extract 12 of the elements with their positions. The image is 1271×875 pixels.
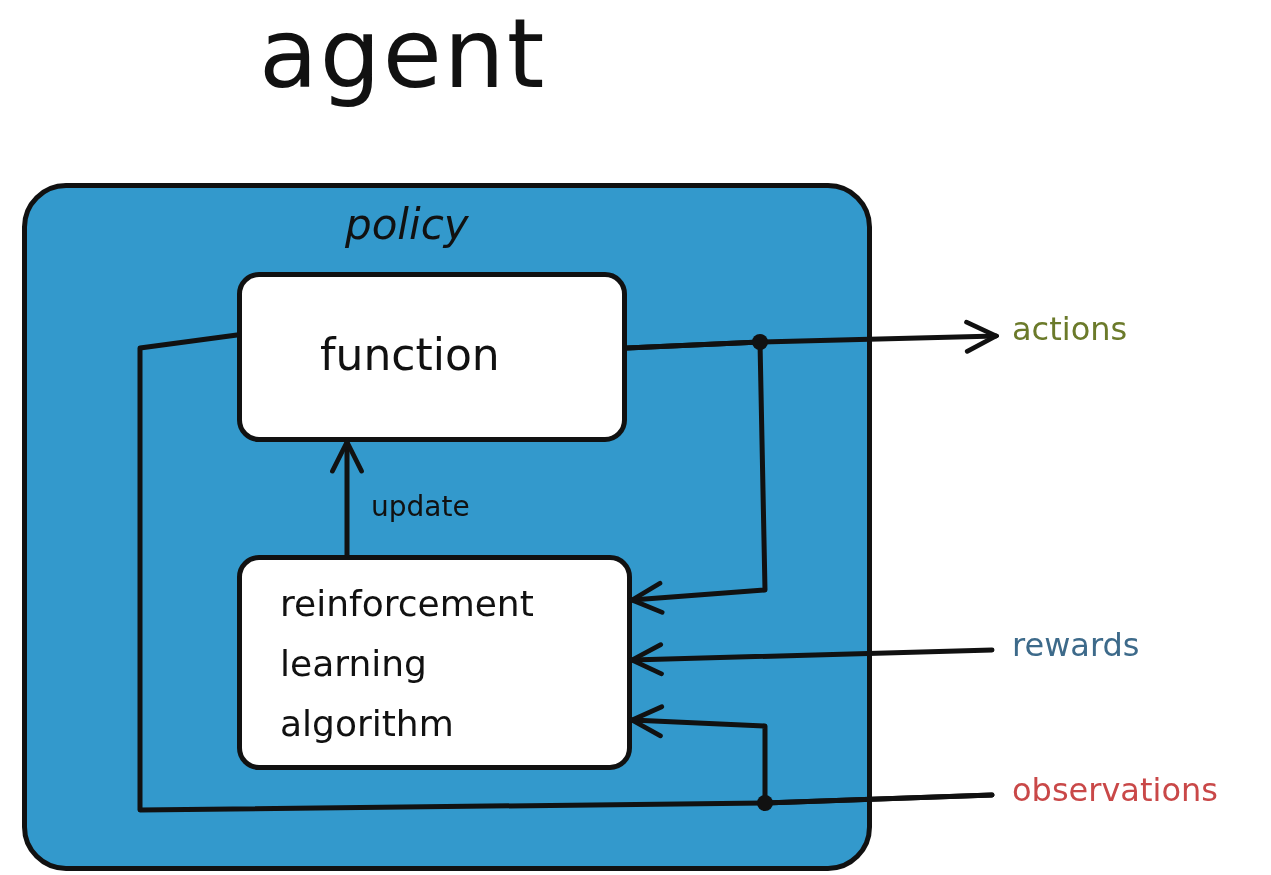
title-heading: agent	[259, 0, 547, 110]
connector-arrow	[624, 339, 768, 615]
process-box	[237, 555, 632, 770]
node-label: reinforcement learning algorithm	[280, 582, 535, 746]
connector-arrow	[629, 642, 995, 677]
section-heading: policy	[345, 200, 469, 249]
node-label: rewards	[1012, 626, 1141, 664]
connector-arrow	[330, 439, 364, 558]
node-label: actions	[1012, 310, 1129, 348]
process-box	[237, 272, 627, 442]
node-label: function	[320, 329, 500, 380]
node-label: observations	[1012, 771, 1219, 809]
